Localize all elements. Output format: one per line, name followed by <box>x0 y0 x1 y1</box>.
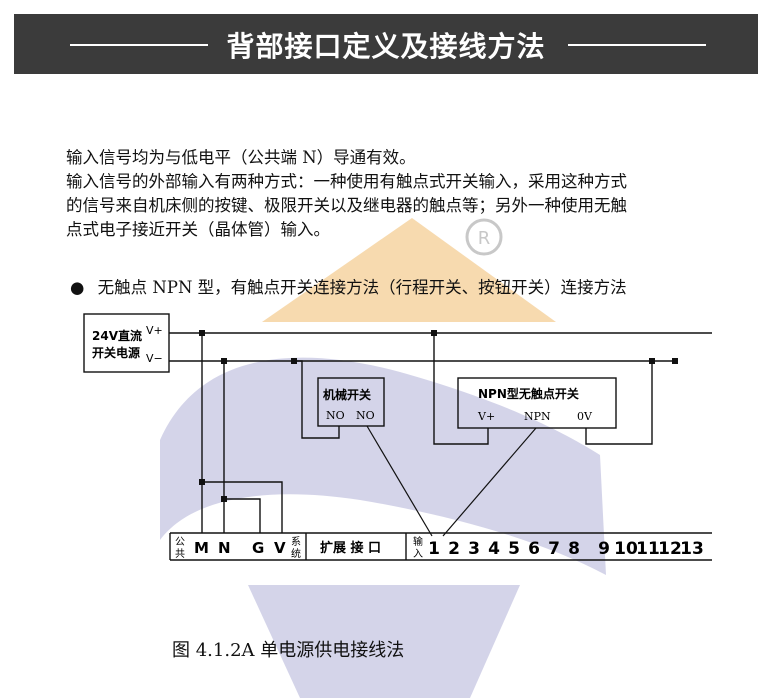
wire-npn-to-input-2 <box>442 427 537 537</box>
terminal-common-bottom: 共 <box>175 548 185 560</box>
intro-line-2: 输入信号的外部输入有两种方式：一种使用有触点式开关输入，采用这种方式 <box>66 172 627 191</box>
terminal-number: 12 <box>658 539 682 559</box>
power-supply-box <box>83 313 170 373</box>
intro-line-4: 点式电子接近开关（晶体管）输入。 <box>66 220 330 239</box>
terminal-m: M <box>194 539 209 557</box>
terminal-input-top: 输 <box>413 535 423 548</box>
terminal-number: 3 <box>468 539 480 559</box>
terminal-number: 10 <box>614 539 638 559</box>
mech-switch-box <box>317 377 385 427</box>
junction-dot <box>672 358 678 364</box>
wire-mech-to-input-1 <box>366 425 433 537</box>
terminal-number: 9 <box>598 539 610 559</box>
terminal-number: 2 <box>448 539 460 559</box>
npn-switch-title: NPN型无触点开关 <box>478 386 579 401</box>
power-supply-label-2: 开关电源 <box>92 345 140 360</box>
terminal-n: N <box>218 539 231 557</box>
terminal-input-bottom: 入 <box>413 549 423 560</box>
terminal-number: 6 <box>528 539 540 559</box>
terminal-system-bottom: 统 <box>291 547 301 560</box>
vminus-label: V− <box>146 352 163 365</box>
wire-g-terminal <box>224 498 261 533</box>
terminal-number: 13 <box>680 539 704 559</box>
wire-v-terminal <box>202 481 283 533</box>
bullet-item: ● 无触点 NPN 型，有触点开关连接方法（行程开关、按钮开关）连接方法 <box>70 274 627 298</box>
banner-line-right <box>568 44 706 46</box>
svg-text:R: R <box>478 228 491 249</box>
wire-mech-switch-in <box>294 360 340 439</box>
mech-switch-pin-2: NO <box>356 409 375 422</box>
terminal-number: 4 <box>488 539 500 559</box>
banner-line-left <box>70 44 208 46</box>
bullet-symbol: ● <box>70 278 85 297</box>
terminal-number: 7 <box>548 539 560 559</box>
terminal-system-top: 系 <box>291 536 301 548</box>
terminal-number: 5 <box>508 539 520 559</box>
terminal-number: 8 <box>568 539 580 559</box>
power-supply-label-1: 24V直流 <box>92 328 142 343</box>
page-title: 背部接口定义及接线方法 <box>226 30 546 63</box>
vplus-label: V+ <box>146 324 163 337</box>
terminal-number: 11 <box>636 539 660 559</box>
npn-pin-npn: NPN <box>524 410 551 423</box>
npn-switch-box <box>457 377 617 429</box>
terminal-g: G <box>252 539 264 557</box>
npn-pin-0v: 0V <box>577 410 593 423</box>
terminal-v: V <box>274 539 286 557</box>
header-banner: 背部接口定义及接线方法 <box>14 14 758 74</box>
mech-switch-title: 机械开关 <box>323 387 371 402</box>
wire-npn-vplus <box>433 333 489 445</box>
terminal-number: 1 <box>428 539 440 559</box>
npn-pin-vplus: V+ <box>477 410 495 423</box>
figure-caption: 图 4.1.2A 单电源供电接线法 <box>172 640 405 661</box>
terminal-common-top: 公 <box>175 537 185 548</box>
mech-switch-pin-1: NO <box>326 409 345 422</box>
bullet-text: 无触点 NPN 型，有触点开关连接方法（行程开关、按钮开关）连接方法 <box>97 278 627 297</box>
intro-line-3: 的信号来自机床侧的按键、极限开关以及继电器的触点等；另外一种使用无触 <box>66 196 627 215</box>
intro-line-1: 输入信号均为与低电平（公共端 N）导通有效。 <box>66 148 416 167</box>
wire-npn-0v <box>585 361 653 445</box>
terminal-expansion: 扩展 接 口 <box>320 540 381 556</box>
